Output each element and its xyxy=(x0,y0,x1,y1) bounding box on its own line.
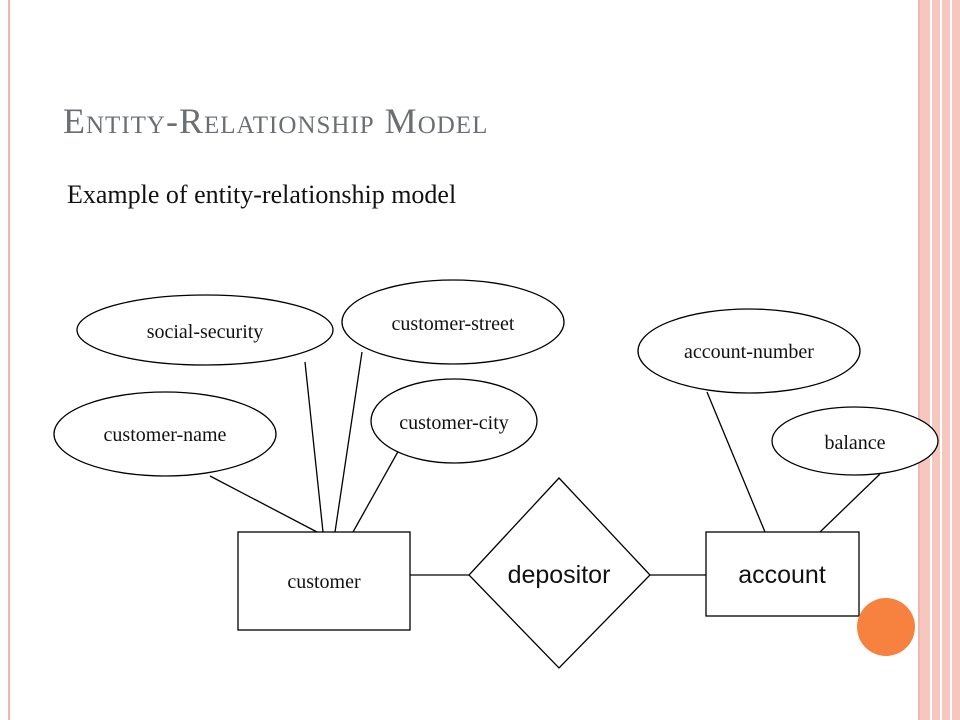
attribute-customer-street xyxy=(341,279,565,365)
label-customer-name: customer-name xyxy=(104,424,227,446)
label-relationship-depositor: depositor xyxy=(508,561,611,589)
entity-account xyxy=(705,531,860,617)
decorative-orange-circle xyxy=(857,598,915,656)
link-customer-street xyxy=(334,351,363,533)
slide-frame xyxy=(8,0,920,720)
slide-title: Entity-Relationship Model xyxy=(63,101,489,141)
label-account-number: account-number xyxy=(684,341,814,363)
label-customer-street: customer-street xyxy=(392,313,515,335)
link-customer-name xyxy=(209,475,318,533)
attribute-customer-name xyxy=(53,391,277,477)
link-balance xyxy=(819,473,881,533)
slide-subtitle: Example of entity-relationship model xyxy=(67,180,457,209)
label-social-security: social-security xyxy=(147,321,264,343)
connector-lines xyxy=(209,351,881,576)
label-balance: balance xyxy=(824,432,885,454)
attribute-balance xyxy=(771,406,939,476)
attribute-customer-city xyxy=(370,378,538,464)
label-entity-account: account xyxy=(738,561,826,589)
link-customer-city xyxy=(352,447,401,533)
attribute-account-number xyxy=(637,308,861,394)
relationship-depositor xyxy=(468,477,651,669)
link-account-number xyxy=(706,391,766,533)
decorative-side-stripes xyxy=(920,0,960,720)
attribute-social-security xyxy=(76,294,334,366)
label-customer-city: customer-city xyxy=(399,412,509,434)
link-social-security xyxy=(304,361,324,533)
label-entity-customer: customer xyxy=(287,571,361,593)
entity-customer xyxy=(237,531,411,631)
